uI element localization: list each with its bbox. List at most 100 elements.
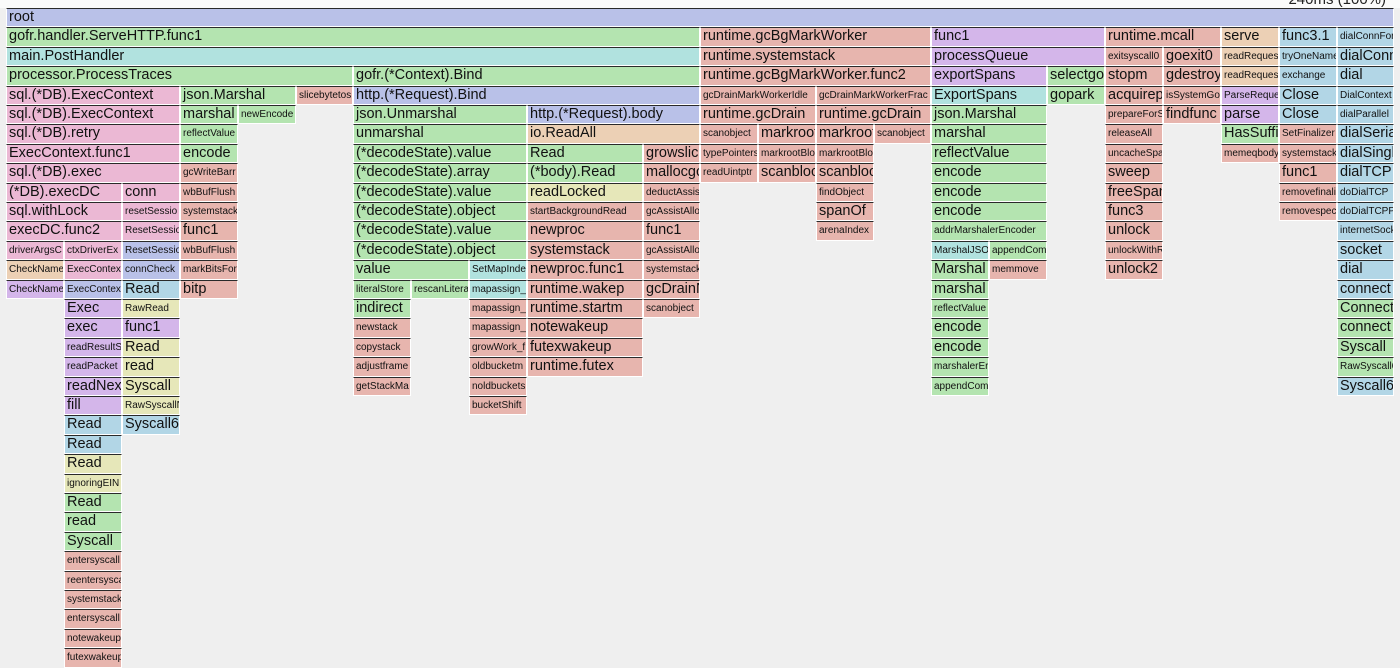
flame-frame[interactable]: memmove xyxy=(989,260,1047,280)
flame-frame[interactable]: systemstack xyxy=(1279,143,1337,164)
flame-frame[interactable]: unlock2 xyxy=(1105,260,1163,280)
flame-frame[interactable]: getStackMa xyxy=(353,376,411,396)
flame-frame[interactable]: oldbucketm xyxy=(469,357,527,377)
flame-frame[interactable]: conn xyxy=(122,182,180,202)
flame-frame[interactable]: (*body).Read xyxy=(527,163,643,183)
flame-frame[interactable]: runtime.startm xyxy=(527,299,643,319)
flame-frame[interactable]: read xyxy=(64,512,122,532)
flame-frame[interactable]: gcDrainMarkWorkerIdle xyxy=(700,85,816,105)
flame-frame[interactable]: wbBufFlush xyxy=(180,240,238,261)
flame-frame[interactable]: readLocked xyxy=(527,182,643,202)
flame-frame[interactable]: read xyxy=(122,357,180,377)
flame-frame[interactable]: gopark xyxy=(1047,85,1105,105)
flame-frame[interactable]: tryOneName xyxy=(1279,46,1337,67)
flame-frame[interactable]: http.(*Request).body xyxy=(527,105,700,125)
flame-frame[interactable]: exitsyscall0 xyxy=(1105,46,1163,67)
flame-frame[interactable]: dialParallel xyxy=(1337,105,1394,125)
flame-frame[interactable]: noldbuckets xyxy=(469,376,527,396)
flame-frame[interactable]: (*decodeState).array xyxy=(353,163,527,183)
flame-frame[interactable]: growslice xyxy=(643,143,700,164)
flame-frame[interactable]: dialConn xyxy=(1337,46,1394,67)
flame-frame[interactable]: connect xyxy=(1337,279,1394,299)
flame-frame[interactable]: json.Marshal xyxy=(180,85,296,105)
flame-frame[interactable]: runtime.futex xyxy=(527,357,643,377)
flame-frame[interactable]: systemstack xyxy=(643,260,700,280)
flame-frame[interactable]: unmarshal xyxy=(353,124,527,144)
flame-frame[interactable]: systemstack xyxy=(527,240,643,261)
flame-frame[interactable]: findObject xyxy=(816,182,874,202)
flame-frame[interactable]: notewakeup xyxy=(64,628,122,649)
flame-frame[interactable]: func1 xyxy=(643,221,700,241)
flame-frame[interactable]: entersyscall xyxy=(64,551,122,571)
flame-frame[interactable]: value xyxy=(353,260,469,280)
flame-frame[interactable]: runtime.gcDrain xyxy=(816,105,931,125)
flame-frame[interactable]: marshalerEr xyxy=(931,357,989,377)
flame-frame[interactable]: scanobject xyxy=(874,124,931,144)
flame-frame[interactable]: markrootBlo xyxy=(816,143,874,164)
flame-frame[interactable]: driverArgsC xyxy=(6,240,64,261)
flame-frame[interactable]: removespec xyxy=(1279,202,1337,222)
flame-frame[interactable]: connCheck xyxy=(122,260,180,280)
flame-frame[interactable]: func3.1 xyxy=(1279,27,1337,47)
flame-frame[interactable]: dial xyxy=(1337,66,1394,86)
flame-frame[interactable]: newstack xyxy=(353,318,411,338)
flame-frame[interactable]: encode xyxy=(931,182,1047,202)
flame-frame[interactable]: readPacket xyxy=(64,357,122,377)
flame-frame[interactable]: gofr.handler.ServeHTTP.func1 xyxy=(6,27,700,47)
flame-frame[interactable]: markroot xyxy=(816,124,874,144)
flame-frame[interactable]: exchange xyxy=(1279,66,1337,86)
flame-frame[interactable]: reflectValue xyxy=(931,299,989,319)
flame-frame[interactable]: unlockWithR xyxy=(1105,240,1163,261)
flame-frame[interactable]: processor.ProcessTraces xyxy=(6,66,353,86)
flame-frame[interactable]: fill xyxy=(64,396,122,416)
flame-frame[interactable]: removefinali xyxy=(1279,182,1337,202)
flame-frame[interactable]: exec xyxy=(64,318,122,338)
flame-frame[interactable]: scanblock xyxy=(816,163,874,183)
flame-frame[interactable]: Exec xyxy=(64,299,122,319)
flame-frame[interactable]: RawRead xyxy=(122,299,180,319)
flame-frame[interactable]: selectgo xyxy=(1047,66,1105,86)
flame-frame[interactable]: runtime.mcall xyxy=(1105,27,1221,47)
flame-frame[interactable]: Close xyxy=(1279,105,1337,125)
flame-frame[interactable]: Connect xyxy=(1337,299,1394,319)
flame-frame[interactable]: readRequest xyxy=(1221,66,1279,86)
flame-frame[interactable]: gcDrainMarkWorkerFrac xyxy=(816,85,931,105)
flame-frame[interactable]: goexit0 xyxy=(1163,46,1221,67)
flame-frame[interactable]: marshal xyxy=(180,105,238,125)
flame-frame[interactable]: connect xyxy=(1337,318,1394,338)
flame-frame[interactable]: runtime.gcBgMarkWorker xyxy=(700,27,931,47)
flame-frame[interactable]: mapassign_ xyxy=(469,299,527,319)
flame-frame[interactable]: (*decodeState).object xyxy=(353,202,527,222)
flame-frame[interactable]: spanOf xyxy=(816,202,874,222)
flame-frame[interactable]: bucketShift xyxy=(469,396,527,416)
flame-frame[interactable]: func1 xyxy=(180,221,238,241)
flame-frame[interactable]: unlock xyxy=(1105,221,1163,241)
flame-frame[interactable]: RawSyscall6 xyxy=(1337,357,1394,377)
flame-frame[interactable]: SetMapInde xyxy=(469,260,527,280)
flame-frame[interactable]: dialConnFor xyxy=(1337,27,1394,47)
flame-frame[interactable]: marshal xyxy=(931,279,989,299)
flame-frame[interactable]: ExecContex xyxy=(64,260,122,280)
flame-frame[interactable]: gcDrainN xyxy=(643,279,700,299)
flame-frame[interactable]: encode xyxy=(180,143,238,164)
flame-frame[interactable]: ResetSessio xyxy=(122,240,180,261)
flame-frame[interactable]: Syscall6 xyxy=(1337,376,1394,396)
flame-frame[interactable]: processQueue xyxy=(931,46,1105,67)
flame-frame[interactable]: newEncode xyxy=(238,105,296,125)
flame-frame[interactable]: indirect xyxy=(353,299,411,319)
flame-frame[interactable]: json.Marshal xyxy=(931,105,1047,125)
flame-frame[interactable]: releaseAll xyxy=(1105,124,1163,144)
flame-frame[interactable]: doDialTCP xyxy=(1337,182,1394,202)
flame-frame[interactable]: systemstack xyxy=(180,202,238,222)
flame-frame[interactable]: notewakeup xyxy=(527,318,643,338)
flame-frame[interactable]: appendCom xyxy=(989,240,1047,261)
flame-frame[interactable]: gcAssistAllo xyxy=(643,240,700,261)
flame-frame[interactable]: encode xyxy=(931,202,1047,222)
flame-frame[interactable]: stopm xyxy=(1105,66,1163,86)
flame-frame[interactable]: ParseReque xyxy=(1221,85,1279,105)
flame-frame[interactable]: (*decodeState).value xyxy=(353,182,527,202)
flame-frame[interactable]: growWork_f xyxy=(469,337,527,358)
flame-frame[interactable]: HasSuffix xyxy=(1221,124,1279,144)
flame-frame[interactable]: ResetSessio xyxy=(122,221,180,241)
flame-frame[interactable]: ctxDriverEx xyxy=(64,240,122,261)
